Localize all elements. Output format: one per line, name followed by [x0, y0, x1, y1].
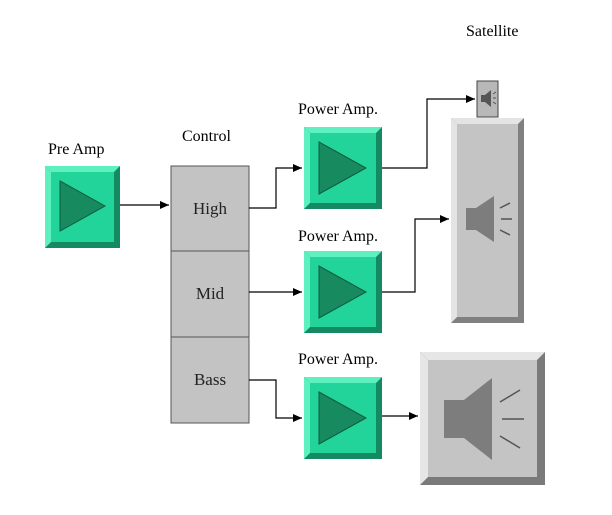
amplifier-icon	[318, 391, 368, 445]
control-block	[170, 165, 250, 424]
wire-amp2-to-mid-speaker	[382, 215, 449, 293]
bass-speaker-cabinet	[420, 352, 545, 485]
power-amp-1-block	[304, 127, 382, 209]
amplifier-icon	[318, 141, 368, 195]
control-high-band	[170, 165, 250, 252]
power-amp-2-block	[304, 251, 382, 333]
power-amp-3-label: Power Amp.	[298, 351, 378, 368]
amplifier-icon	[318, 265, 368, 319]
connections	[120, 95, 475, 422]
control-mid-band	[170, 250, 250, 338]
speaker-icon	[466, 196, 512, 242]
pre-amp-block	[45, 166, 120, 248]
mid-speaker-cabinet	[451, 118, 524, 323]
speaker-icon	[444, 378, 524, 460]
satellite-speaker	[476, 80, 499, 118]
power-amp-2-label: Power Amp.	[298, 228, 378, 245]
satellite-label: Satellite	[466, 23, 519, 40]
control-label: Control	[182, 128, 231, 145]
control-bass-label: Bass	[193, 370, 227, 389]
control-mid-label: Mid	[195, 284, 225, 303]
amplifier-icon	[59, 180, 107, 232]
wire-bass-to-amp3	[249, 379, 302, 422]
power-amp-3-block	[304, 377, 382, 459]
wire-amp1-to-satellite	[382, 95, 475, 169]
control-high-label: High	[193, 199, 227, 218]
pre-amp-label: Pre Amp	[48, 141, 105, 158]
power-amp-1-label: Power Amp.	[298, 101, 378, 118]
wire-high-to-amp1	[249, 164, 302, 209]
